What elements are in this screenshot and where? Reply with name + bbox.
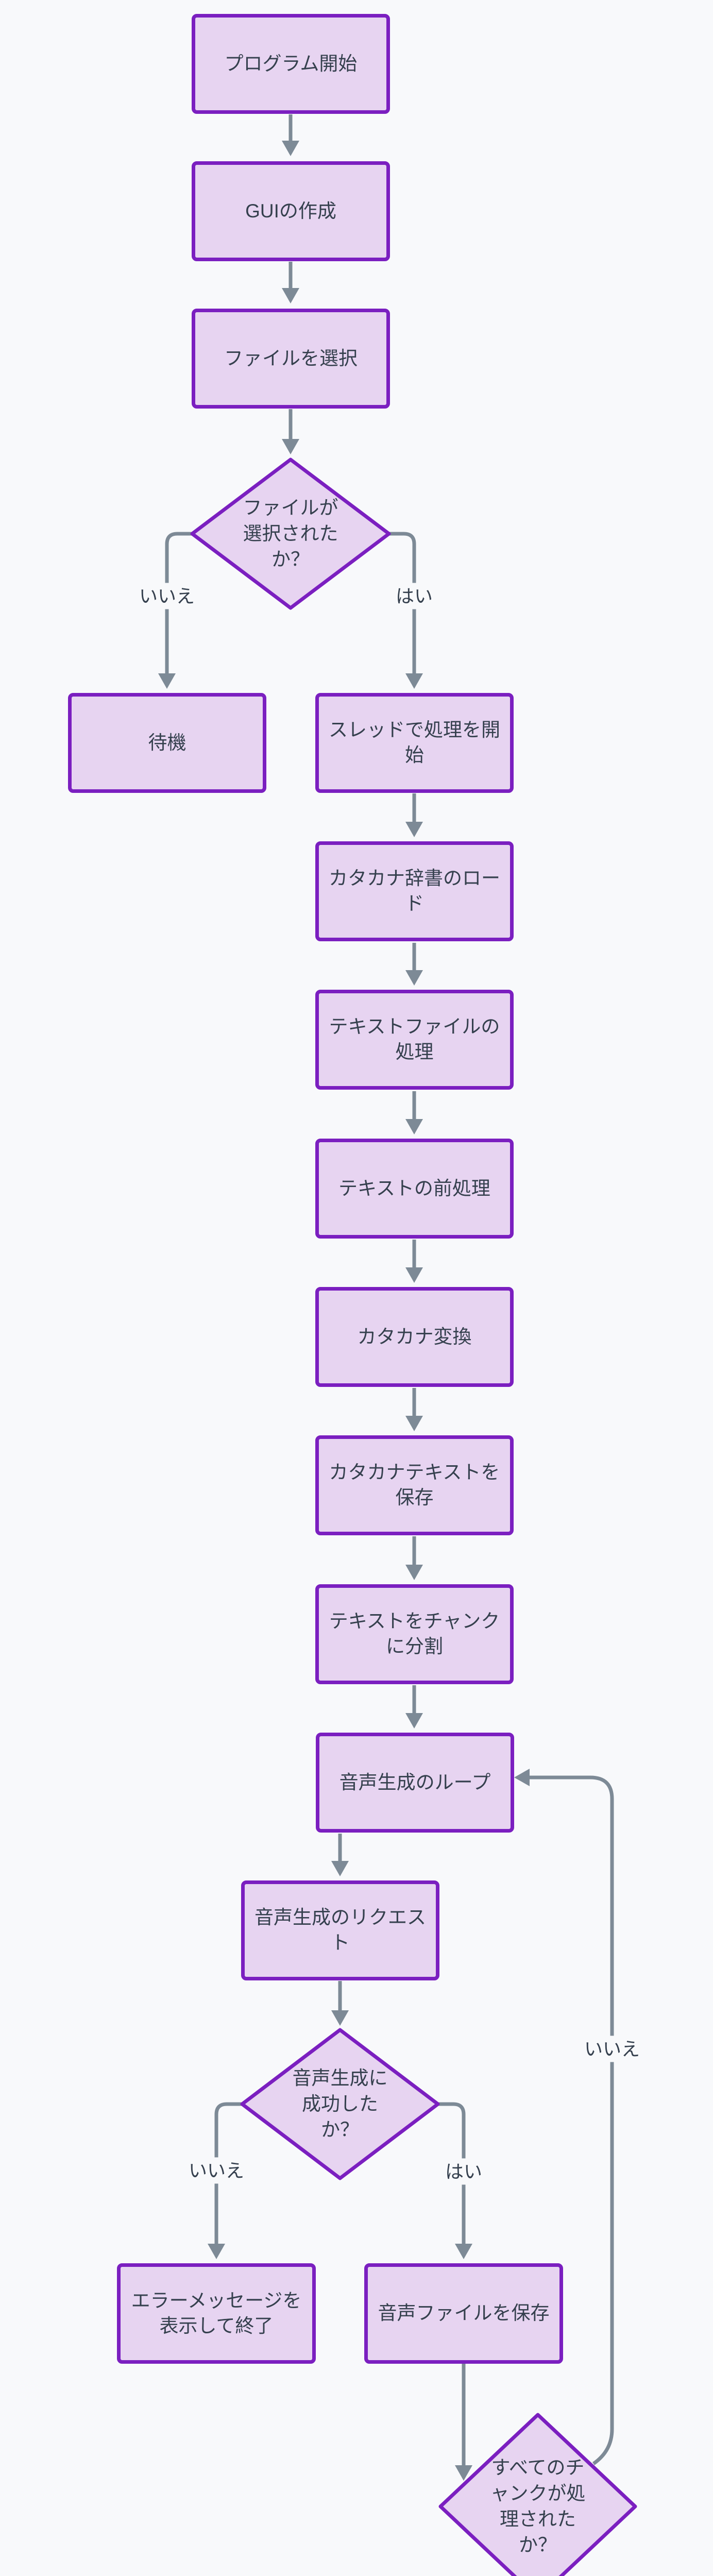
edge-label-decision1-yes: はい: [391, 583, 437, 609]
arrowhead: [331, 2010, 349, 2026]
node-split-chunks: テキストをチャンクに分割: [315, 1584, 514, 1684]
edge-label-decision3-loop-no: いいえ: [580, 2036, 644, 2062]
edge-label-decision2-no: いいえ: [184, 2157, 249, 2184]
edge-decision3-loopback: [529, 1775, 614, 2465]
arrowhead-left: [514, 1769, 530, 1786]
node-start: プログラム開始: [192, 14, 390, 114]
edge-decision2-error: [214, 2102, 242, 2245]
arrowhead: [282, 439, 299, 454]
decision-all-chunks-label: すべてのチャンクが処理されたか？: [490, 2457, 586, 2555]
arrowhead: [405, 1119, 423, 1134]
decision-file-selected-label: ファイルが選択されたか？: [243, 497, 338, 570]
edge-label-decision1-no: いいえ: [134, 583, 199, 609]
arrowhead: [331, 1861, 349, 1876]
arrowhead: [158, 673, 176, 689]
node-audio-request: 音声生成のリクエスト: [241, 1880, 439, 1980]
node-wait: 待機: [68, 693, 266, 793]
node-load-dict: カタカナ辞書のロード: [315, 841, 514, 941]
decision-audio-success-label: 音声生成に成功したか？: [292, 2067, 388, 2140]
arrowhead: [455, 2465, 472, 2481]
arrowhead: [405, 970, 423, 986]
node-audio-loop: 音声生成のループ: [316, 1733, 514, 1833]
node-create-gui: GUIの作成: [192, 161, 390, 261]
arrowhead: [282, 288, 299, 303]
decision-shape-file-selected: [190, 457, 391, 610]
arrowhead: [405, 673, 423, 689]
node-thread-start: スレッドで処理を開始: [315, 693, 514, 793]
node-preprocess-text: テキストの前処理: [315, 1139, 514, 1239]
node-select-file: ファイルを選択: [192, 309, 390, 409]
decision-shape-all-chunks: [438, 2413, 637, 2576]
decision-shape-audio-success: [240, 2028, 440, 2180]
arrowhead: [405, 822, 423, 837]
arrowhead: [208, 2244, 225, 2259]
arrowhead: [455, 2244, 472, 2259]
arrowhead: [405, 1267, 423, 1283]
edge-decision2-saveaudio: [438, 2102, 466, 2245]
arrowhead: [282, 141, 299, 156]
arrowhead: [405, 1565, 423, 1580]
arrowhead: [405, 1416, 423, 1431]
node-save-katakana: カタカナテキストを保存: [315, 1435, 514, 1535]
node-error-exit: エラーメッセージを表示して終了: [117, 2263, 316, 2364]
node-save-audio: 音声ファイルを保存: [364, 2263, 563, 2364]
edge-label-decision2-yes: はい: [440, 2158, 487, 2185]
arrowhead: [405, 1713, 423, 1728]
node-process-textfile: テキストファイルの処理: [315, 990, 514, 1090]
edge-decision1-thread: [389, 532, 416, 674]
node-katakana-convert: カタカナ変換: [315, 1287, 514, 1387]
edge-decision1-wait: [165, 532, 192, 674]
